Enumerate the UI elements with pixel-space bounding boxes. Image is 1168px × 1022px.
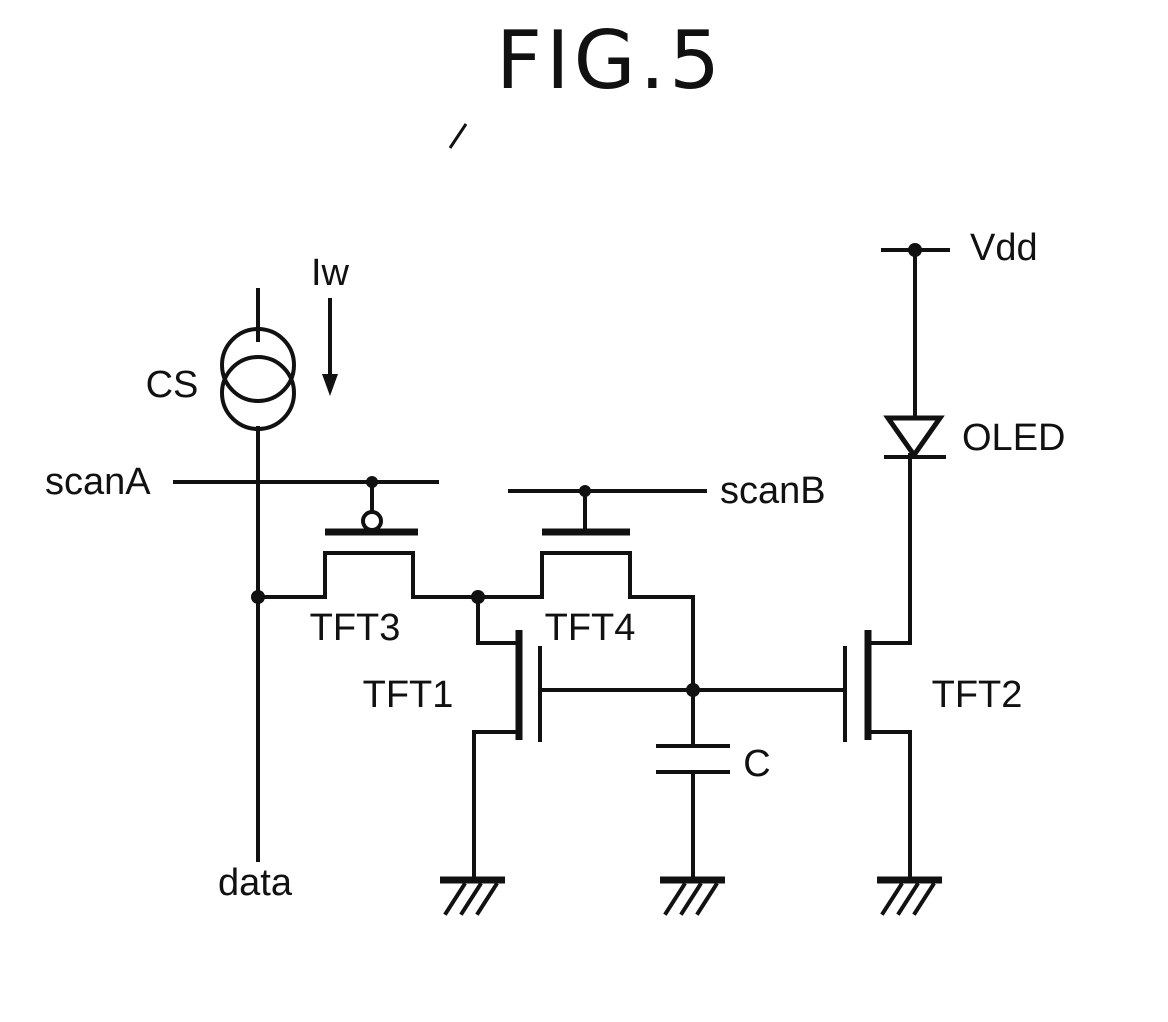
tft2-transistor [845, 455, 910, 880]
tft4-transistor [478, 491, 693, 690]
source-label: CS [146, 364, 199, 406]
scan-a-label: scanA [45, 461, 151, 503]
tft1-label: TFT1 [363, 674, 454, 716]
tft2-label: TFT2 [932, 674, 1023, 716]
ground-icon [660, 880, 725, 913]
supply-label: Vdd [970, 227, 1038, 269]
capacitor-label: C [743, 743, 770, 785]
data-label: data [218, 862, 293, 904]
stray-mark [450, 124, 466, 148]
capacitor-icon [658, 690, 728, 880]
diode-label: OLED [962, 417, 1065, 459]
tft3-transistor [258, 482, 478, 597]
ground-icon [440, 880, 505, 913]
junction-dot [908, 243, 922, 257]
ground-icon [877, 880, 942, 913]
diode-icon [886, 250, 944, 457]
scan-b-label: scanB [720, 470, 826, 512]
current-label: Iw [311, 252, 350, 294]
arrow-down-icon [322, 300, 338, 396]
current-source-icon [222, 290, 294, 478]
figure-title: FIG.5 [496, 14, 724, 107]
tft4-label: TFT4 [545, 607, 636, 649]
tft3-label: TFT3 [310, 607, 401, 649]
